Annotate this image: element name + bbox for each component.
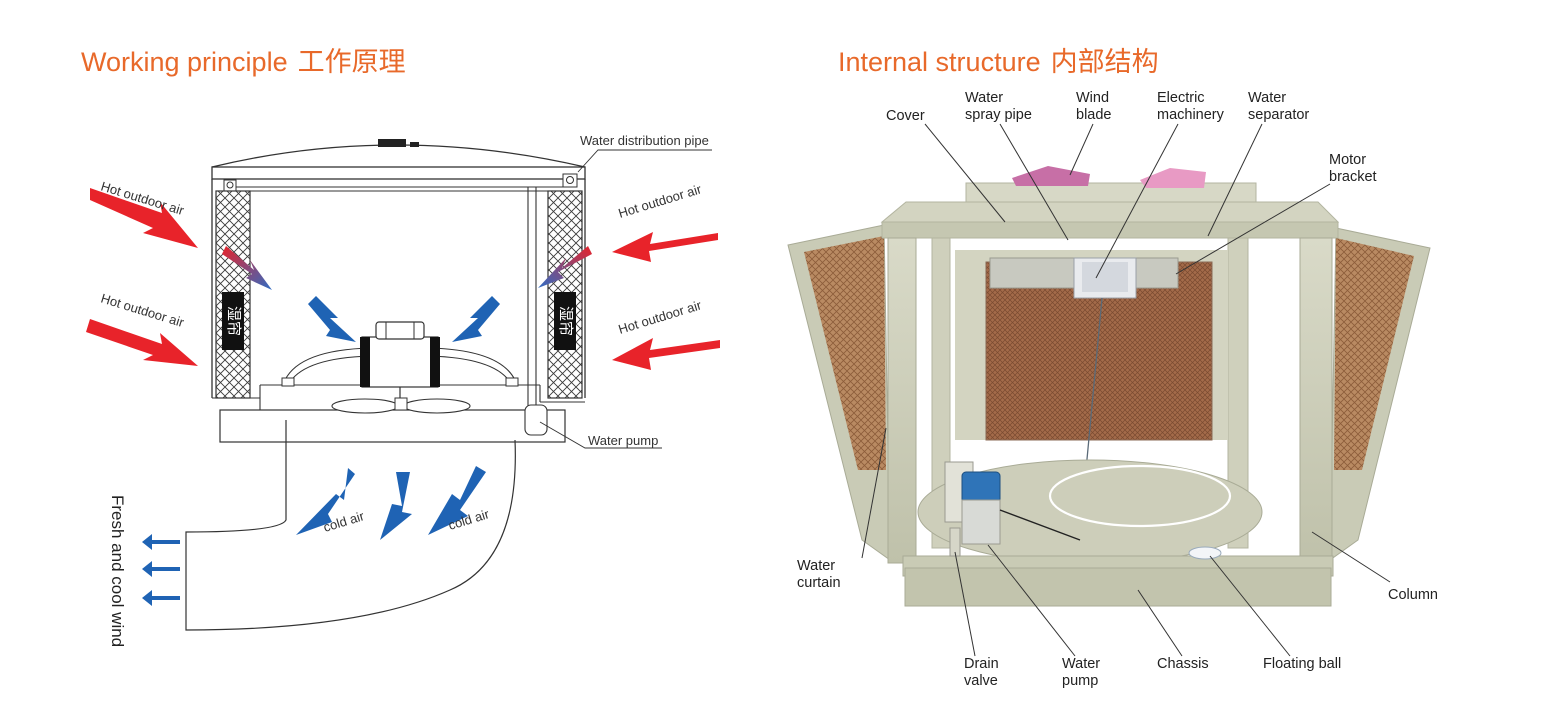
fresh-wind-arrow-3 — [142, 590, 180, 606]
hot-air-arrow-bottom-right — [612, 338, 720, 370]
label-column: Column — [1388, 587, 1438, 603]
fresh-wind-arrow-1 — [142, 534, 180, 550]
label-wind-blade-2: blade — [1076, 107, 1111, 123]
label-electric-machinery-1: Electric — [1157, 90, 1205, 106]
label-floating-ball: Floating ball — [1263, 656, 1341, 672]
intake-arrow-left — [308, 296, 356, 342]
internal-structure-diagram: Cover Water spray pipe Wind blade Electr… — [787, 90, 1438, 689]
floating-ball — [1188, 546, 1222, 560]
hot-air-label-bottom-left: Hot outdoor air — [99, 291, 186, 331]
air-duct — [185, 420, 516, 631]
label-drain-valve-1: Drain — [964, 656, 999, 672]
label-water-separator-1: Water — [1248, 90, 1286, 106]
water-pump-label: Water pump — [588, 433, 658, 448]
water-pump — [961, 471, 1001, 505]
water-curtain-left — [804, 236, 886, 470]
label-water-spray-pipe-2: spray pipe — [965, 107, 1032, 123]
control-panel-icon — [378, 139, 406, 147]
wind-blade-1 — [1012, 166, 1090, 186]
cold-air-arrow-1 — [296, 468, 355, 535]
label-water-pump-1: Water — [1062, 656, 1100, 672]
label-water-pump-2: pump — [1062, 673, 1098, 689]
hot-air-label-top-right: Hot outdoor air — [616, 181, 703, 221]
label-drain-valve-2: valve — [964, 673, 998, 689]
curtain-label-box-left — [222, 292, 244, 350]
water-distribution-pipe-fitting — [562, 173, 578, 188]
fan-blade-left — [331, 398, 399, 414]
intake-arrow-right — [452, 296, 500, 342]
cooler-base — [219, 409, 566, 443]
hot-air-arrow-bottom-left — [86, 319, 198, 366]
label-water-spray-pipe-1: Water — [965, 90, 1003, 106]
working-principle-diagram: 湿帘 湿帘 — [86, 133, 720, 647]
cooling-arrow-left — [222, 246, 272, 290]
internal-structure-title: Internal structure 内部结构 — [838, 40, 1159, 79]
water-distribution-pipe-label: Water distribution pipe — [580, 133, 709, 148]
internal-structure-title-en: Internal structure — [838, 47, 1041, 77]
cold-air-arrow-3 — [428, 466, 486, 535]
internal-structure-title-cn: 内部结构 — [1050, 47, 1159, 77]
label-wind-blade-1: Wind — [1076, 90, 1109, 106]
water-curtain-right — [1334, 238, 1414, 470]
column-front-left — [887, 237, 917, 564]
cooling-arrow-right — [538, 246, 592, 288]
fan-motor — [361, 336, 439, 388]
curtain-label-left: 湿帘 — [225, 306, 242, 336]
drain-valve — [949, 527, 961, 557]
label-motor-bracket-1: Motor — [1329, 152, 1366, 168]
hot-air-label-bottom-right: Hot outdoor air — [616, 297, 703, 337]
label-water-curtain-2: curtain — [797, 575, 841, 591]
label-chassis: Chassis — [1157, 656, 1209, 672]
label-cover: Cover — [886, 108, 925, 124]
label-motor-bracket-2: bracket — [1329, 169, 1377, 185]
label-water-curtain-1: Water — [797, 558, 835, 574]
working-principle-title-en: Working principle — [81, 47, 288, 77]
chassis — [904, 567, 1332, 607]
curtain-label-right: 湿帘 — [557, 306, 574, 336]
curtain-label-box-right — [554, 292, 576, 350]
working-principle-title-cn: 工作原理 — [297, 47, 406, 77]
column — [1299, 237, 1333, 564]
hot-air-arrow-top-right — [612, 232, 718, 262]
fan-blade-right — [403, 398, 471, 414]
cooler-top-cover — [211, 144, 586, 168]
cold-air-arrow-2 — [380, 472, 412, 540]
working-principle-title: Working principle 工作原理 — [81, 40, 406, 79]
fresh-wind-arrow-2 — [142, 561, 180, 577]
hot-air-arrow-top-left — [90, 188, 198, 248]
label-electric-machinery-2: machinery — [1157, 107, 1225, 123]
water-pump-shape — [524, 404, 548, 436]
wind-blade-2 — [1140, 168, 1206, 188]
fresh-wind-label: Fresh and cool wind — [108, 495, 127, 647]
label-water-separator-2: separator — [1248, 107, 1309, 123]
